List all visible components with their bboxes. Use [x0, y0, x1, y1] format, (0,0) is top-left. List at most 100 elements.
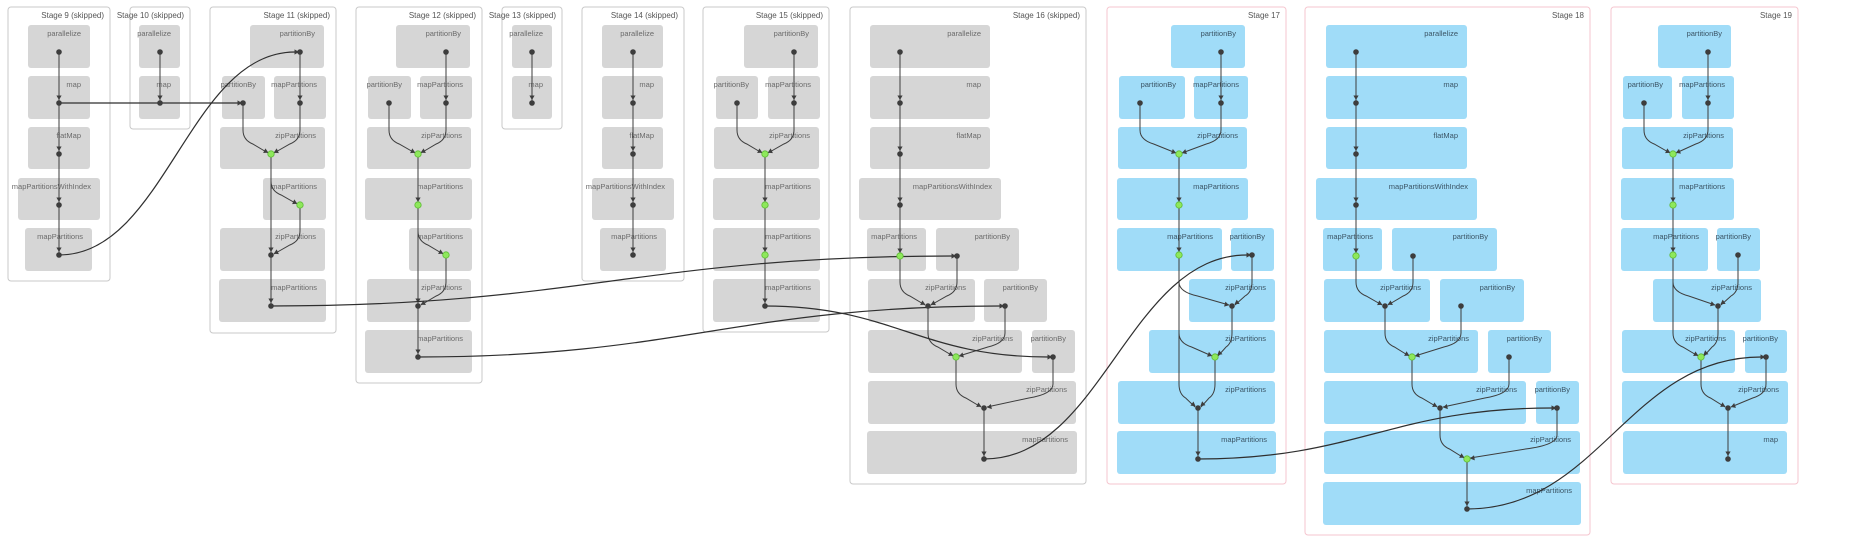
rdd-node[interactable]: partitionBy [1171, 25, 1245, 68]
rdd-dot[interactable] [268, 252, 274, 258]
rdd-dot[interactable] [630, 100, 636, 106]
cached-rdd-dot[interactable] [442, 251, 450, 259]
rdd-node[interactable]: mapPartitions [867, 431, 1077, 474]
rdd-dot[interactable] [1382, 303, 1388, 309]
rdd-node[interactable]: mapPartitionsWithIndex [1316, 178, 1477, 220]
rdd-node[interactable]: partitionBy [221, 76, 265, 119]
rdd-dot[interactable] [1410, 253, 1416, 259]
rdd-node[interactable]: partitionBy [1230, 228, 1274, 271]
rdd-node[interactable]: flatMap [870, 127, 990, 169]
stage-cluster-s16[interactable]: Stage 16 (skipped)parallelizemapflatMapm… [849, 6, 1087, 485]
rdd-node[interactable]: partitionBy [984, 279, 1047, 322]
rdd-node[interactable]: zipPartitions [868, 279, 975, 322]
rdd-dot[interactable] [630, 252, 636, 258]
rdd-node[interactable]: partitionBy [1658, 25, 1731, 68]
rdd-node[interactable]: zipPartitions [220, 127, 325, 169]
rdd-dot[interactable] [297, 100, 303, 106]
rdd-node[interactable]: zipPartitions [1653, 279, 1761, 322]
rdd-node[interactable]: mapPartitions [867, 228, 926, 271]
rdd-dot[interactable] [1705, 100, 1711, 106]
rdd-node[interactable]: partitionBy [1488, 330, 1551, 373]
rdd-node[interactable]: zipPartitions [220, 228, 325, 271]
stage-label[interactable]: Stage 16 (skipped) [1013, 11, 1080, 20]
rdd-node[interactable]: zipPartitions [367, 127, 471, 169]
rdd-dot[interactable] [925, 303, 931, 309]
rdd-dot[interactable] [1458, 303, 1464, 309]
rdd-dot[interactable] [954, 253, 960, 259]
rdd-dot[interactable] [1437, 405, 1443, 411]
cached-rdd-dot[interactable] [1669, 201, 1677, 209]
rdd-node[interactable]: partitionBy [1743, 330, 1787, 373]
stage-label[interactable]: Stage 12 (skipped) [409, 11, 476, 20]
rdd-node[interactable]: parallelize [137, 25, 180, 68]
rdd-node[interactable]: mapPartitionsWithIndex [859, 178, 1001, 220]
rdd-node[interactable]: mapPartitions [713, 228, 820, 271]
rdd-dot[interactable] [529, 100, 535, 106]
rdd-dot[interactable] [56, 100, 62, 106]
rdd-dot[interactable] [157, 100, 163, 106]
cached-rdd-dot[interactable] [1408, 353, 1416, 361]
rdd-dot[interactable] [268, 303, 274, 309]
rdd-dot[interactable] [1353, 151, 1359, 157]
rdd-dot[interactable] [1464, 506, 1470, 512]
rdd-dot[interactable] [1137, 100, 1143, 106]
rdd-node[interactable]: zipPartitions [1622, 330, 1735, 373]
rdd-dot[interactable] [1353, 49, 1359, 55]
rdd-node[interactable]: partitionBy [1535, 381, 1579, 424]
cached-rdd-dot[interactable] [1175, 150, 1183, 158]
rdd-dot[interactable] [56, 252, 62, 258]
rdd-node[interactable]: zipPartitions [1189, 279, 1275, 322]
rdd-dot[interactable] [1725, 405, 1731, 411]
rdd-dot[interactable] [791, 100, 797, 106]
rdd-node[interactable]: flatMap [1326, 127, 1467, 169]
rdd-node[interactable]: zipPartitions [1118, 127, 1247, 169]
rdd-dot[interactable] [1506, 354, 1512, 360]
rdd-node[interactable]: mapPartitions [263, 178, 326, 220]
rdd-node[interactable]: parallelize [509, 25, 552, 68]
stage-label[interactable]: Stage 11 (skipped) [263, 11, 330, 20]
rdd-node[interactable]: partitionBy [1716, 228, 1760, 271]
stage-label[interactable]: Stage 14 (skipped) [611, 11, 678, 20]
rdd-dot[interactable] [240, 100, 246, 106]
cached-rdd-dot[interactable] [896, 252, 904, 260]
stage-label[interactable]: Stage 19 [1760, 11, 1793, 20]
cached-rdd-dot[interactable] [414, 201, 422, 209]
rdd-node[interactable]: mapPartitions [1621, 228, 1708, 271]
rdd-node[interactable]: parallelize [602, 25, 663, 68]
rdd-dot[interactable] [157, 49, 163, 55]
rdd-node[interactable]: mapPartitions [219, 279, 326, 322]
cached-rdd-dot[interactable] [1175, 251, 1183, 259]
rdd-dot[interactable] [1554, 405, 1560, 411]
rdd-node[interactable]: partitionBy [744, 25, 818, 68]
rdd-dot[interactable] [56, 202, 62, 208]
rdd-dot[interactable] [1050, 354, 1056, 360]
stage-cluster-s18[interactable]: Stage 18parallelizemapflatMapmapPartitio… [1304, 6, 1591, 536]
rdd-dot[interactable] [1763, 354, 1769, 360]
rdd-dot[interactable] [1353, 202, 1359, 208]
rdd-node[interactable]: map [870, 76, 990, 119]
cached-rdd-dot[interactable] [1211, 353, 1219, 361]
rdd-node[interactable]: zipPartitions [1622, 127, 1733, 169]
cached-rdd-dot[interactable] [1463, 455, 1471, 463]
rdd-node[interactable]: zipPartitions [1149, 330, 1275, 373]
rdd-node[interactable]: zipPartitions [1324, 431, 1580, 474]
rdd-node[interactable]: mapPartitionsWithIndex [586, 178, 674, 220]
rdd-node[interactable]: partitionBy [714, 76, 758, 119]
rdd-node[interactable]: zipPartitions [868, 381, 1076, 424]
rdd-dot[interactable] [1002, 303, 1008, 309]
cached-rdd-dot[interactable] [1697, 353, 1705, 361]
rdd-dot[interactable] [1705, 49, 1711, 55]
stage-label[interactable]: Stage 9 (skipped) [41, 11, 104, 20]
rdd-node[interactable]: zipPartitions [714, 127, 819, 169]
rdd-dot[interactable] [529, 49, 535, 55]
cached-rdd-dot[interactable] [761, 201, 769, 209]
rdd-node[interactable]: parallelize [28, 25, 90, 68]
rdd-dot[interactable] [1249, 252, 1255, 258]
cached-rdd-dot[interactable] [414, 150, 422, 158]
rdd-node[interactable]: zipPartitions [1324, 279, 1430, 322]
rdd-node[interactable]: partitionBy [1392, 228, 1497, 271]
rdd-node[interactable]: mapPartitions [713, 279, 820, 322]
rdd-dot[interactable] [1641, 100, 1647, 106]
rdd-dot[interactable] [1229, 303, 1235, 309]
